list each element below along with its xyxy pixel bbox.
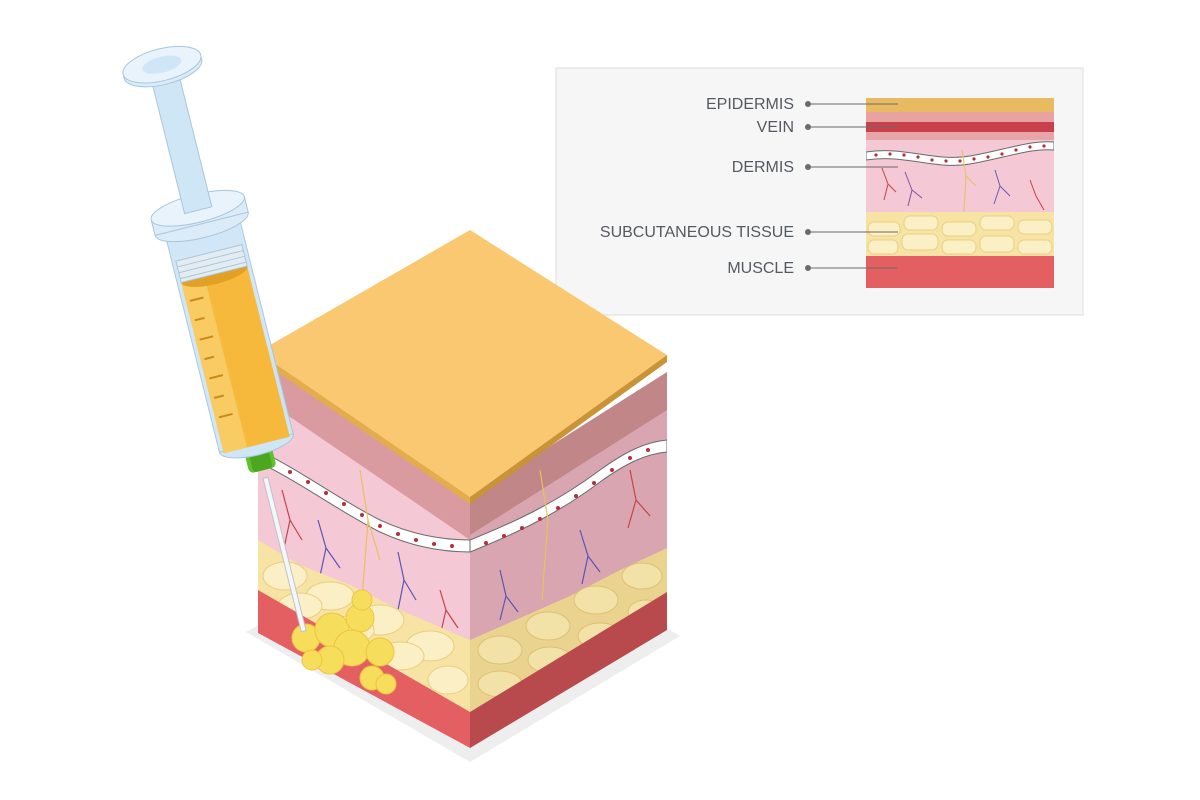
legend-text-muscle: MUSCLE bbox=[727, 260, 794, 277]
right-cell-layer bbox=[470, 439, 667, 553]
left-capillaries bbox=[281, 469, 459, 637]
legend-cell-nuclei bbox=[874, 144, 1046, 163]
legend-panel: EPIDERMIS VEIN DERMIS SUBCUTANEOUS TISSU… bbox=[555, 67, 1084, 316]
right-cell-nuclei bbox=[484, 448, 650, 545]
legend-epidermis-band bbox=[866, 98, 1054, 112]
block-top-face bbox=[258, 230, 667, 497]
legend-text-vein: VEIN bbox=[757, 119, 794, 136]
legend-text-dermis: DERMIS bbox=[732, 159, 794, 176]
legend-label-dermis: DERMIS bbox=[732, 159, 898, 176]
legend-cell-layer bbox=[866, 141, 1054, 166]
legend-muscle-band bbox=[866, 256, 1054, 288]
right-capillaries bbox=[499, 469, 651, 621]
syringe bbox=[122, 45, 307, 633]
legend-light-band bbox=[866, 112, 1054, 122]
legend-capillaries bbox=[881, 149, 1045, 213]
legend-label-muscle: MUSCLE bbox=[727, 260, 898, 277]
legend-cross-section bbox=[866, 98, 1054, 288]
injected-fat-deposit bbox=[291, 589, 397, 695]
syringe-graduations bbox=[189, 296, 233, 419]
legend-vein-band bbox=[866, 122, 1054, 132]
legend-label-subcutaneous: SUBCUTANEOUS TISSUE bbox=[600, 224, 898, 241]
syringe-plunger-rod bbox=[149, 66, 213, 215]
block-top-edge-right bbox=[470, 355, 667, 504]
legend-label-epidermis: EPIDERMIS bbox=[706, 96, 898, 113]
legend-text-epidermis: EPIDERMIS bbox=[706, 96, 794, 113]
legend-label-vein: VEIN bbox=[757, 119, 898, 136]
legend-text-subcutaneous: SUBCUTANEOUS TISSUE bbox=[600, 224, 794, 241]
left-cell-layer bbox=[258, 449, 470, 553]
legend-fat-cells bbox=[867, 215, 1053, 255]
syringe-needle bbox=[262, 476, 307, 633]
block-top-edge-left bbox=[258, 352, 470, 504]
